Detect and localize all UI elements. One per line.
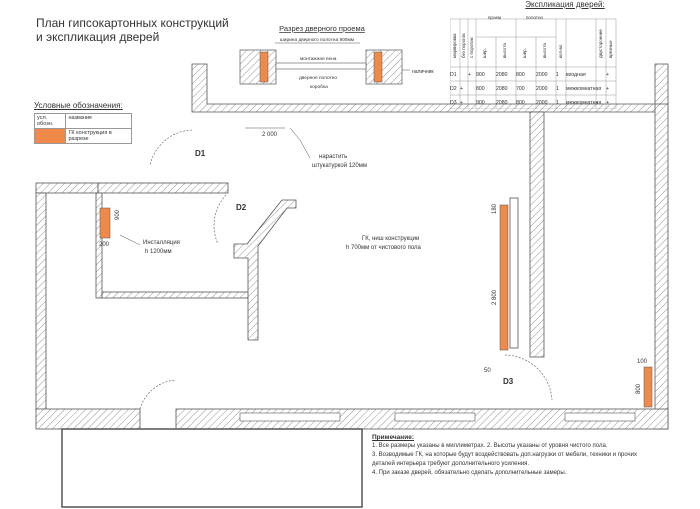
notes-line-1: 1. Все размеры указаны в миллиметрах. 2.…	[372, 443, 608, 449]
legend-col2: название	[65, 113, 132, 129]
section-wall-right	[365, 49, 403, 85]
section-box-label: коробка	[310, 84, 328, 90]
wall-bath-bottom	[101, 291, 251, 299]
windows	[239, 412, 636, 422]
section-door-leaf	[275, 62, 367, 70]
section-box-left	[259, 51, 269, 83]
install-note-1: Инсталляция	[143, 240, 180, 246]
door-d1-swing	[149, 129, 193, 166]
door-d2-swing	[213, 194, 227, 245]
section-width-label: ширина дверного полотна 900мм	[280, 37, 354, 43]
notes-line-2: 3. Возводимые ГК, на которые будут возде…	[372, 452, 638, 458]
notes-line-4: 4. При заказе дверей, обязательно сделат…	[372, 470, 567, 476]
door-d3-label: D3	[503, 377, 514, 386]
notes-title: Примечание:	[372, 434, 414, 441]
dim-top: 2 000	[262, 132, 278, 138]
wall-center-frame	[509, 197, 519, 349]
plaster-note-1: нарастить	[319, 154, 347, 160]
window-2	[394, 412, 476, 422]
section-leaf-label: дверное полотно	[299, 76, 337, 81]
wall-left-top	[35, 182, 99, 194]
dim-50: 50	[484, 368, 491, 374]
wall-bottom-left	[35, 408, 141, 430]
legend-table: усл. обозн. название ГК конструкция в ра…	[33, 113, 132, 144]
wall-left	[35, 192, 47, 412]
section-box-right	[373, 51, 383, 83]
door-d1-label: D1	[195, 149, 206, 158]
gk-note-1: ГК, ниш конструкции	[362, 236, 419, 242]
balcony	[61, 428, 363, 508]
notes: Примечание: 1. Все размеры указаны в мил…	[372, 433, 697, 478]
door-d3-swing	[504, 354, 553, 401]
plaster-note-2: штукатуркой 120мм	[312, 162, 367, 169]
legend-title: Условные обозначения:	[34, 101, 123, 110]
leader-lines	[119, 127, 311, 246]
gk-installation	[99, 207, 111, 239]
page-title: План гипсокартонных конструкций и экспли…	[36, 16, 229, 44]
section-wall-left	[239, 49, 277, 85]
notes-line-3: деталей интерьера требуют дополнительног…	[372, 461, 530, 467]
dim-100: 100	[637, 359, 648, 365]
explication-title: Экспликация дверей:	[525, 0, 605, 9]
door-swings	[139, 129, 553, 410]
gk-niche	[499, 204, 509, 351]
section-trim-label: наличник	[412, 69, 434, 75]
section-title: Разрез дверного проема	[279, 24, 365, 33]
wall-bath-left	[95, 192, 103, 299]
dim-200: 200	[99, 242, 110, 248]
legend-col1: усл. обозн.	[33, 113, 67, 129]
wall-bath-right	[233, 199, 297, 341]
legend-item: ГК конструкция в разрезе	[65, 128, 132, 144]
install-note-2: h 1200мм	[145, 249, 172, 255]
door-d2-label: D2	[236, 203, 247, 212]
title-line-1: План гипсокартонных конструкций	[36, 16, 229, 30]
explication-headers: маркировка без порогов с порогом проем ш…	[452, 15, 613, 58]
section-mount-label: монтажная пена	[300, 57, 337, 62]
window-3	[564, 412, 636, 422]
gk-right	[643, 366, 653, 408]
window-1	[239, 412, 341, 422]
wall-right	[654, 103, 669, 430]
dim-2800: 2 800	[492, 289, 498, 305]
dim-900: 900	[115, 209, 121, 220]
dim-180: 180	[492, 203, 498, 214]
legend-swatch	[33, 128, 67, 144]
title-line-2: и экспликация дверей	[36, 30, 160, 44]
wall-column	[529, 111, 545, 358]
legend: Условные обозначения: усл. обозн. назван…	[33, 101, 132, 144]
door-balcony-swing	[139, 379, 177, 410]
wall-bath-top	[97, 182, 229, 194]
gk-note-2: h 700мм от чистового пола	[346, 245, 422, 251]
dim-800: 800	[636, 383, 642, 394]
door-section-detail: Разрез дверного проема ширина дверного п…	[239, 24, 434, 90]
